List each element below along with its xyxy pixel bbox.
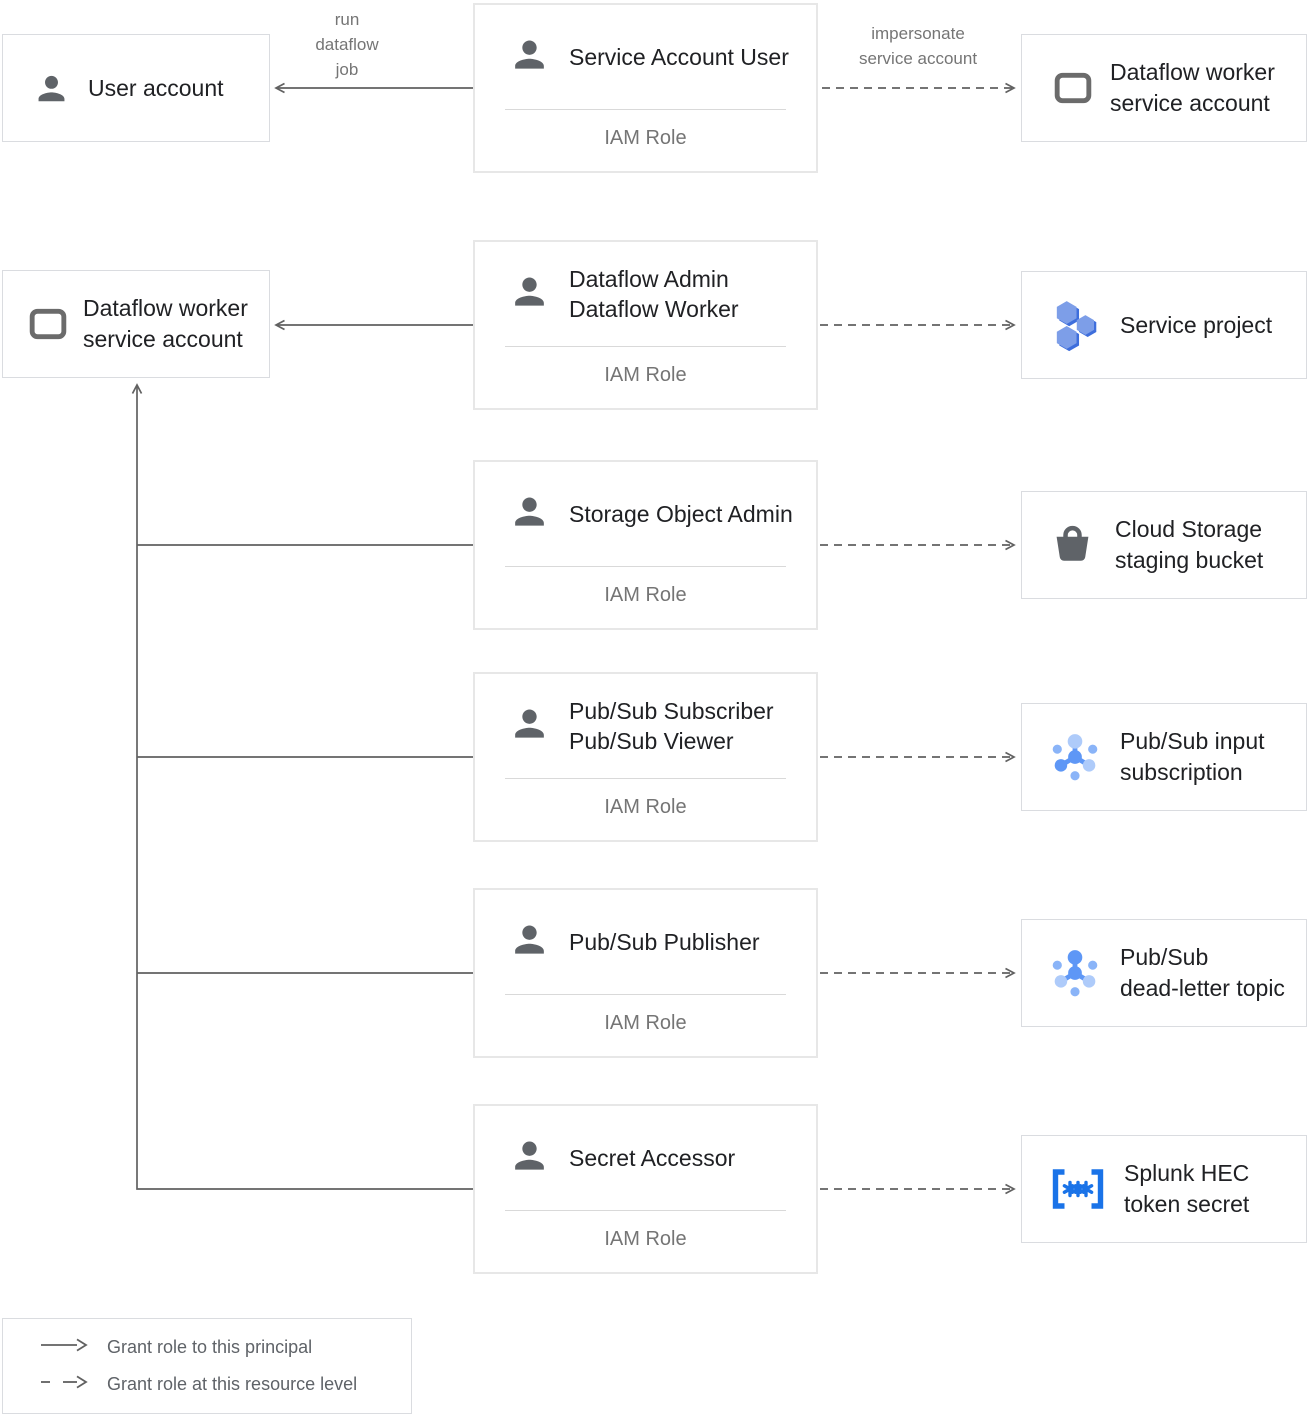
node-pubsub-dead-letter-topic: Pub/Sub dead-letter topic — [1021, 919, 1307, 1027]
role-category: IAM Role — [604, 127, 687, 149]
role-pubsub-publisher: Pub/Sub Publisher IAM Role — [473, 888, 818, 1058]
edge-label-run-dataflow-job: run dataflow job — [315, 10, 379, 79]
role-category: IAM Role — [604, 1228, 687, 1250]
divider — [505, 778, 786, 779]
node-splunk-hec-token-secret: Splunk HEC token secret — [1021, 1135, 1307, 1243]
secret-icon — [1048, 1167, 1108, 1211]
person-icon — [509, 1135, 550, 1181]
dashed-arrow-icon — [39, 1373, 89, 1396]
role-title: Dataflow Admin Dataflow Worker — [569, 266, 739, 322]
divider — [505, 1210, 786, 1211]
storage-bucket-icon — [1052, 525, 1093, 566]
node-label: User account — [88, 74, 224, 101]
project-icon — [1050, 298, 1100, 352]
legend-label: Grant role at this resource level — [107, 1374, 358, 1394]
role-category: IAM Role — [604, 796, 687, 818]
node-dataflow-worker-sa-left: Dataflow worker service account — [2, 270, 270, 378]
role-title: Secret Accessor — [569, 1145, 736, 1171]
node-label: Cloud Storage staging bucket — [1115, 516, 1264, 573]
pubsub-icon — [1050, 948, 1100, 998]
person-icon — [509, 271, 550, 317]
divider — [505, 566, 786, 567]
node-dataflow-worker-sa-right: Dataflow worker service account — [1021, 34, 1307, 142]
person-icon — [33, 70, 70, 107]
node-user-account: User account — [2, 34, 270, 142]
node-label: Dataflow worker service account — [1110, 59, 1275, 116]
role-title: Pub/Sub Publisher — [569, 929, 760, 955]
node-pubsub-input-subscription: Pub/Sub input subscription — [1021, 703, 1307, 811]
person-icon — [509, 919, 550, 965]
legend-label: Grant role to this principal — [107, 1337, 313, 1357]
edge-label-impersonate: impersonate service account — [858, 24, 978, 68]
solid-arrow-icon — [39, 1336, 89, 1359]
node-label: Dataflow worker service account — [83, 295, 248, 352]
person-icon — [509, 703, 550, 749]
divider — [505, 346, 786, 347]
service-account-icon — [1054, 71, 1092, 105]
role-storage-object-admin: Storage Object Admin IAM Role — [473, 460, 818, 630]
divider — [505, 994, 786, 995]
service-account-icon — [29, 307, 67, 341]
node-label: Pub/Sub input subscription — [1120, 728, 1265, 785]
legend-item-dashed: Grant role at this resource level — [39, 1373, 411, 1396]
node-cloud-storage-bucket: Cloud Storage staging bucket — [1021, 491, 1307, 599]
divider — [505, 109, 786, 110]
pubsub-icon — [1050, 732, 1100, 782]
node-service-project: Service project — [1021, 271, 1307, 379]
person-icon — [509, 34, 550, 80]
role-title: Service Account User — [569, 44, 789, 70]
person-icon — [509, 491, 550, 537]
role-category: IAM Role — [604, 364, 687, 386]
node-label: Service project — [1120, 311, 1273, 338]
node-label: Splunk HEC token secret — [1124, 1160, 1250, 1217]
legend: Grant role to this principal Grant role … — [2, 1318, 412, 1414]
role-category: IAM Role — [604, 1012, 687, 1034]
role-service-account-user: Service Account User IAM Role — [473, 3, 818, 173]
role-secret-accessor: Secret Accessor IAM Role — [473, 1104, 818, 1274]
role-category: IAM Role — [604, 584, 687, 606]
node-label: Pub/Sub dead-letter topic — [1120, 944, 1285, 1001]
legend-item-solid: Grant role to this principal — [39, 1336, 411, 1359]
role-title: Storage Object Admin — [569, 501, 793, 527]
edge-trunk-to-sa — [131, 383, 473, 1190]
role-title: Pub/Sub Subscriber Pub/Sub Viewer — [569, 698, 774, 754]
role-pubsub-subscriber-viewer: Pub/Sub Subscriber Pub/Sub Viewer IAM Ro… — [473, 672, 818, 842]
role-dataflow-admin-worker: Dataflow Admin Dataflow Worker IAM Role — [473, 240, 818, 410]
